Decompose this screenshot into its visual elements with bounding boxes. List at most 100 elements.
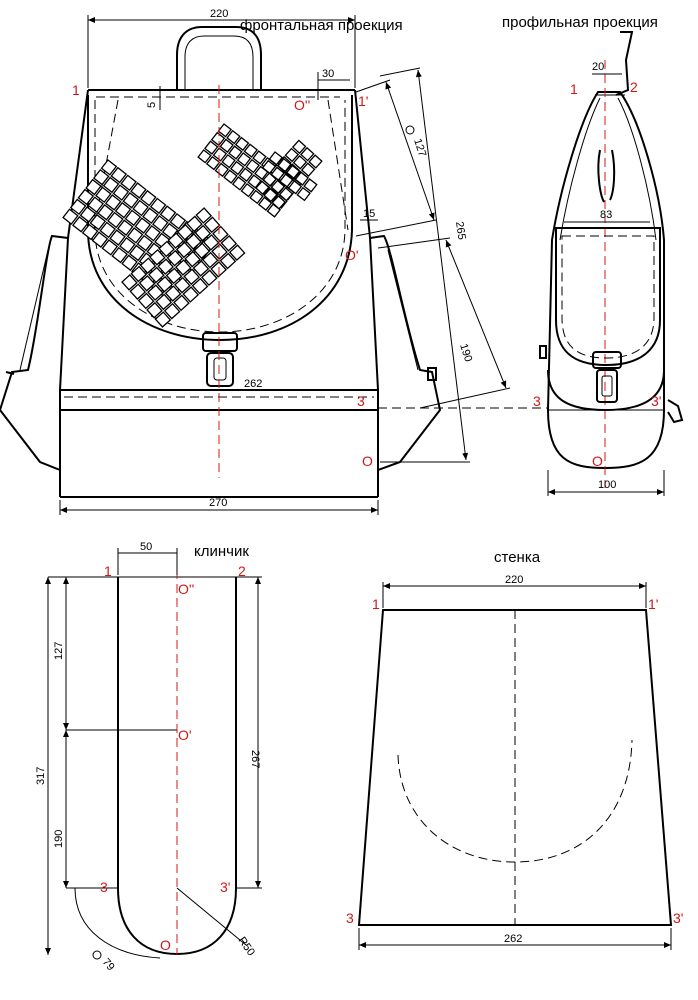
decor-square bbox=[89, 213, 107, 231]
dim-79-arc bbox=[74, 887, 161, 959]
decor-square bbox=[114, 201, 132, 219]
decor-square bbox=[119, 236, 136, 254]
dim-127-gusset-label: 127 bbox=[53, 642, 65, 660]
decor-square bbox=[62, 208, 79, 225]
decor-square bbox=[228, 244, 246, 261]
decor-square bbox=[109, 229, 126, 246]
decor-square bbox=[158, 240, 175, 258]
decor-square bbox=[184, 250, 201, 268]
decor-square bbox=[85, 178, 102, 196]
profile-pocket-stitch bbox=[561, 235, 655, 359]
decor-square bbox=[223, 169, 238, 184]
decor-square bbox=[104, 194, 122, 211]
dim-wall-220-label: 220 bbox=[505, 574, 523, 586]
dim-190-label: 190 bbox=[457, 342, 474, 363]
body-left-side bbox=[59, 89, 89, 497]
decor-square bbox=[191, 277, 209, 295]
wall-flap-curve bbox=[397, 739, 633, 863]
decor-square bbox=[221, 153, 236, 169]
decor-square bbox=[270, 166, 285, 181]
decor-square bbox=[203, 216, 221, 234]
decor-square bbox=[102, 176, 120, 194]
decor-square bbox=[134, 217, 152, 234]
gusset-point-o-double: O'' bbox=[178, 581, 194, 597]
decor-square bbox=[226, 129, 241, 145]
decor-square bbox=[130, 182, 147, 199]
decor-square bbox=[176, 223, 194, 241]
decor-square bbox=[193, 242, 211, 260]
profile-pocket bbox=[555, 227, 661, 367]
dim-20-label: 20 bbox=[592, 61, 604, 73]
decor-square bbox=[291, 139, 307, 155]
decor-square bbox=[236, 152, 252, 167]
decor-square bbox=[164, 285, 182, 302]
decor-square bbox=[147, 284, 164, 301]
decor-square bbox=[278, 186, 294, 202]
decor-square bbox=[116, 219, 134, 236]
dim-79-label: 79 bbox=[100, 956, 117, 973]
left-strap bbox=[0, 234, 69, 471]
decor-square bbox=[121, 254, 138, 272]
decor-square bbox=[234, 136, 250, 152]
decor-square bbox=[138, 274, 156, 292]
profile-body-inner bbox=[559, 97, 601, 241]
decor-square bbox=[157, 258, 174, 275]
profile-left-buckle bbox=[539, 345, 547, 359]
dim-267-label: 267 bbox=[249, 750, 261, 768]
decor-square bbox=[238, 167, 254, 182]
front-point-o-prime: O' bbox=[345, 247, 359, 263]
decor-square bbox=[183, 268, 200, 286]
decor-square bbox=[296, 186, 311, 202]
decor-square bbox=[120, 174, 137, 192]
decor-square bbox=[110, 166, 128, 184]
decor-square bbox=[129, 283, 147, 301]
decor-square bbox=[148, 266, 165, 284]
decor-square bbox=[159, 205, 177, 222]
decor-square bbox=[174, 259, 192, 276]
profile-point-3-prime: 3' bbox=[651, 393, 661, 409]
decor-square bbox=[245, 158, 260, 174]
decor-square bbox=[277, 157, 292, 173]
decor-square bbox=[240, 182, 256, 198]
decor-square bbox=[220, 235, 238, 252]
decor-square bbox=[303, 178, 318, 193]
decor-square bbox=[205, 155, 221, 171]
decor-crosses bbox=[62, 123, 323, 328]
decor-square bbox=[166, 249, 184, 267]
decor-square bbox=[163, 302, 181, 320]
decor-square bbox=[149, 197, 167, 215]
profile-projection-title: профильная проекция bbox=[502, 14, 658, 31]
profile-body-inner-right bbox=[617, 97, 657, 241]
decor-square bbox=[152, 215, 169, 232]
decor-square bbox=[263, 187, 278, 203]
profile-curve-left bbox=[597, 149, 605, 203]
decor-square bbox=[212, 147, 228, 162]
wall-point-3: 3 bbox=[346, 910, 354, 926]
profile-top-strap bbox=[615, 31, 634, 96]
decor-square bbox=[155, 293, 173, 311]
dim-270-label: 270 bbox=[209, 497, 227, 509]
front-point-1: 1 bbox=[72, 82, 80, 98]
decor-square bbox=[77, 188, 95, 206]
dim-190-gusset-label: 190 bbox=[53, 830, 65, 848]
profile-point-1: 1 bbox=[570, 81, 578, 97]
decor-square bbox=[247, 174, 262, 189]
handle-inner bbox=[184, 35, 254, 90]
front-flap bbox=[87, 95, 353, 342]
decor-square bbox=[136, 234, 154, 252]
right-fold-line bbox=[327, 99, 349, 231]
front-point-o: O bbox=[362, 453, 373, 469]
decor-square bbox=[200, 269, 218, 287]
decor-square bbox=[100, 159, 118, 176]
handle bbox=[176, 26, 262, 90]
decor-square bbox=[257, 196, 273, 211]
decor-square bbox=[132, 199, 149, 217]
decor-square bbox=[243, 143, 259, 158]
decor-square bbox=[287, 180, 303, 195]
decor-square bbox=[101, 239, 119, 256]
decor-square bbox=[107, 211, 124, 229]
decor-square bbox=[261, 159, 277, 175]
dim-190-line bbox=[445, 239, 507, 389]
dim-wall-262-label: 262 bbox=[504, 933, 522, 945]
decor-square bbox=[112, 184, 130, 201]
